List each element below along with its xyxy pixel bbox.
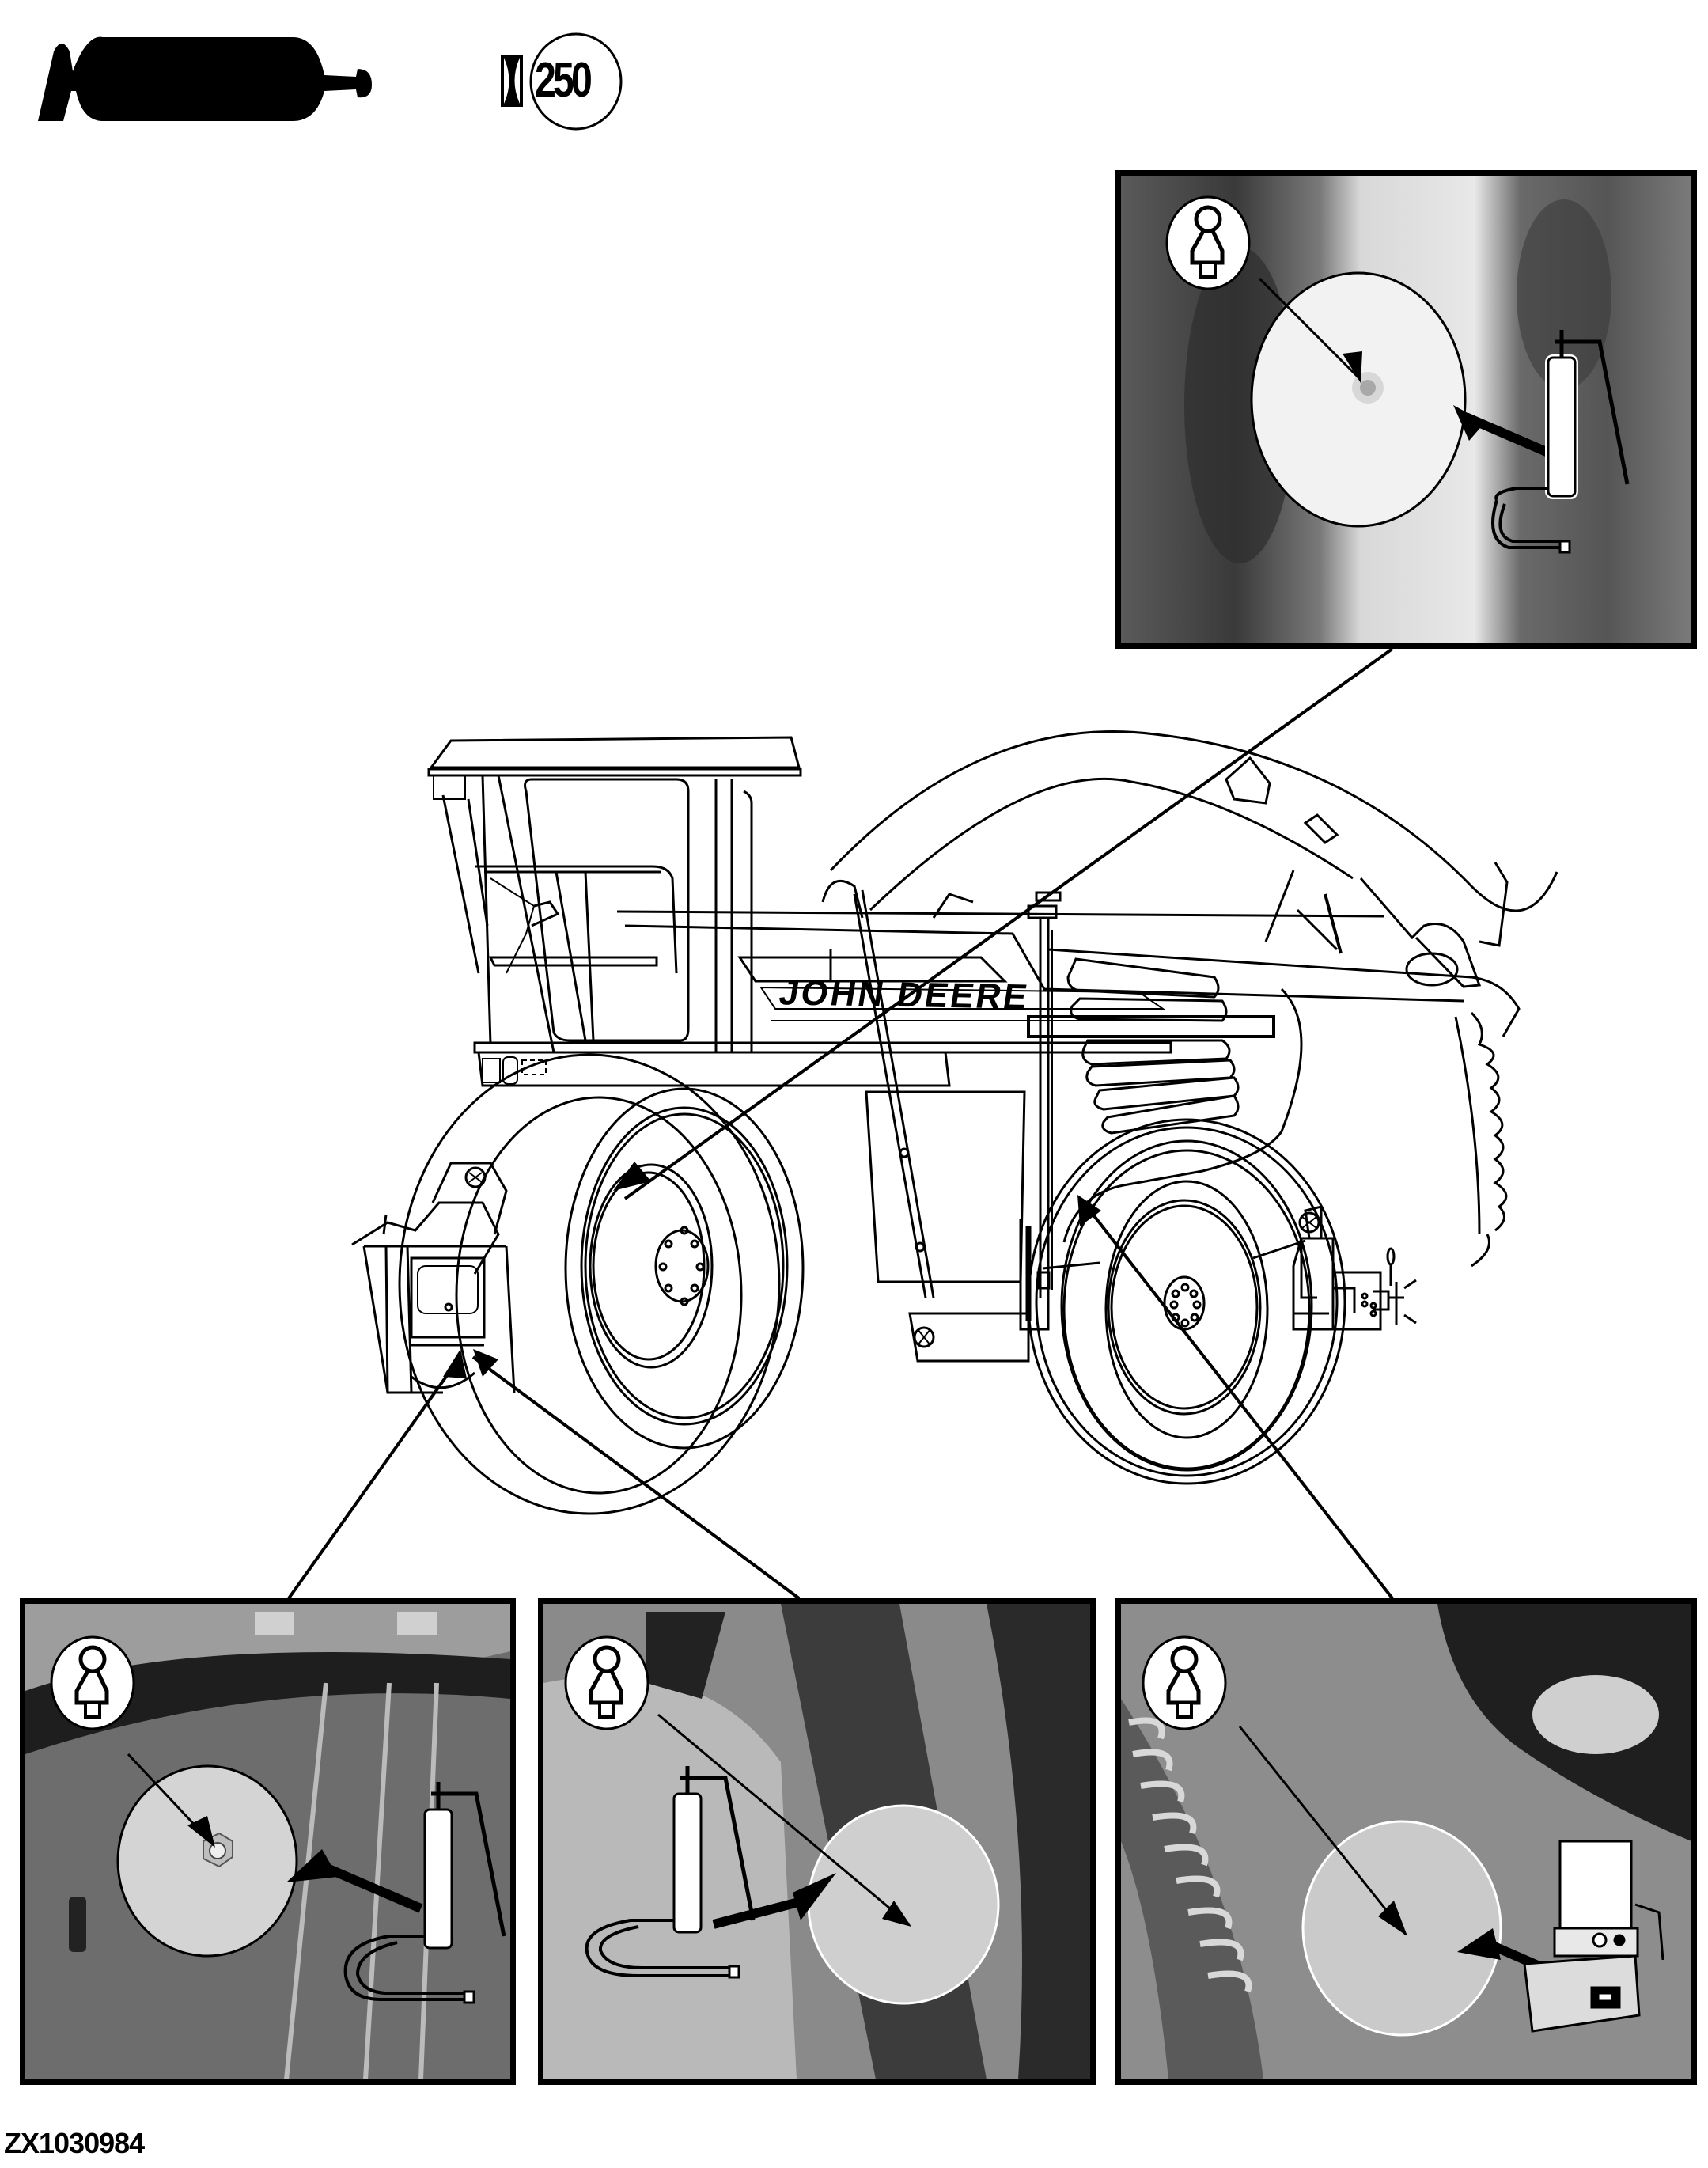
corrugated-hose (1128, 1717, 1252, 1993)
operator-cab (427, 736, 802, 1053)
detail-photo (1121, 176, 1691, 643)
detail-panel-top-right (1115, 170, 1697, 649)
detail-photo (1121, 1604, 1691, 2079)
grease-gun-icon (1491, 330, 1630, 554)
interval-hours: 250 (535, 53, 593, 108)
rear-wheel (1027, 1118, 1346, 1485)
detail-panel-bottom-right (1115, 1598, 1697, 2085)
grease-gun-icon (38, 36, 372, 121)
discharge-spout (829, 730, 1558, 988)
engine-hood (1027, 918, 1521, 1298)
hourglass-icon (501, 55, 523, 107)
grease-gun-icon (585, 1766, 756, 1979)
detail-panel-bottom-left (20, 1598, 516, 2085)
detail-photo (543, 1604, 1090, 2079)
machine-body (473, 891, 1464, 1087)
side-frame (821, 879, 1051, 1363)
rear-hitch (1292, 1205, 1417, 1331)
grease-point-icon (1142, 1635, 1227, 1730)
detail-photo (25, 1604, 510, 2079)
service-interval-badge: 250 (497, 30, 623, 133)
callout-line-bottom-middle (471, 1355, 801, 1600)
front-wheel (398, 1053, 805, 1515)
automatic-lube-pump-icon (1523, 1840, 1664, 2033)
grease-point-icon (1165, 195, 1251, 290)
magnifier-circle (807, 1804, 1000, 2005)
callout-lines (287, 647, 1394, 1600)
callout-arrowheads (443, 1162, 1101, 1378)
grease-point-icon (564, 1635, 649, 1730)
detail-panel-bottom-middle (538, 1598, 1096, 2085)
figure-id: ZX1030984 (4, 2127, 145, 2159)
grease-point-icon (50, 1635, 135, 1730)
callout-line-top-right (623, 647, 1394, 1200)
grease-gun-icon (343, 1782, 506, 2004)
callout-line-bottom-left (287, 1359, 459, 1600)
brand-decal: JOHN DEERE (776, 973, 1032, 1017)
callout-line-bottom-right (1082, 1201, 1394, 1600)
